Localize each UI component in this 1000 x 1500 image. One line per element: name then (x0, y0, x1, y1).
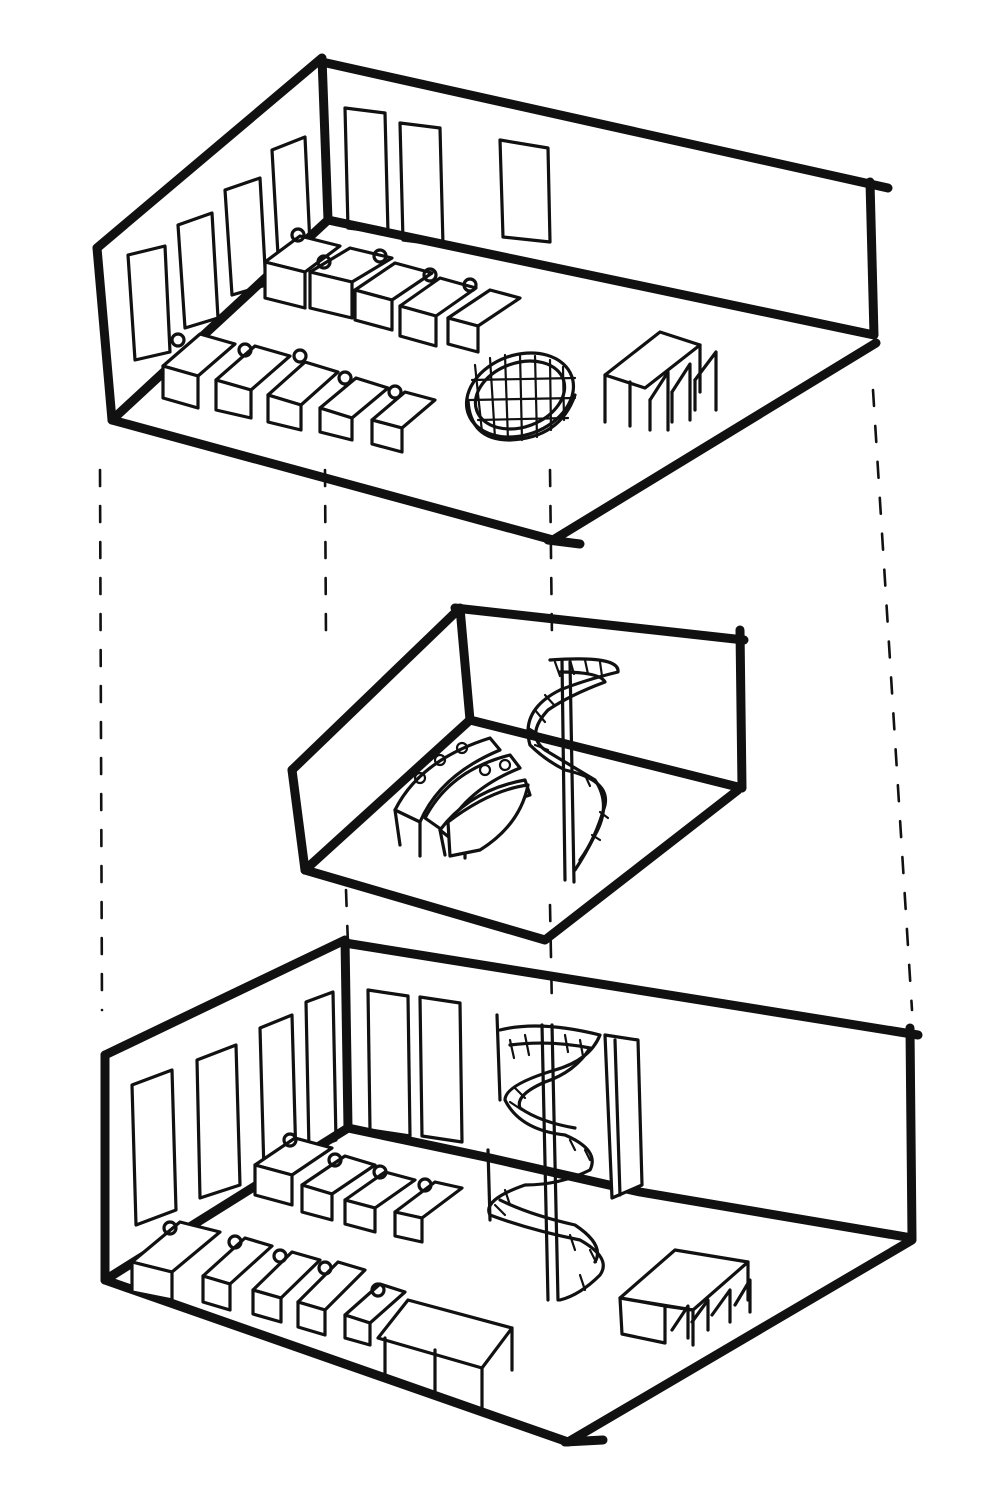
ground-side-table-with-chairs (618, 1248, 752, 1347)
ground-long-table (376, 1298, 514, 1414)
ground-windows-back-wall (366, 988, 464, 1144)
top-table-with-chairs (603, 330, 718, 432)
top-desk-row-front (161, 332, 437, 454)
ground-partition-panel (603, 1033, 644, 1200)
top-desk-row-back (263, 227, 522, 354)
ground-spiral-stair (486, 1013, 605, 1302)
mezzanine-level (287, 603, 749, 945)
top-stair-opening (464, 351, 577, 442)
ground-desk-row-front (130, 1220, 407, 1347)
top-level (92, 53, 893, 549)
ground-desk-row-back (253, 1132, 464, 1244)
top-windows-back-wall (343, 106, 552, 247)
mezzanine-curved-benches (393, 736, 532, 860)
ground-level (100, 935, 923, 1447)
alignment-dashed-lines (98, 388, 914, 1012)
mezzanine-floor-edge (300, 785, 743, 945)
mezzanine-spiral-stair (526, 657, 620, 884)
